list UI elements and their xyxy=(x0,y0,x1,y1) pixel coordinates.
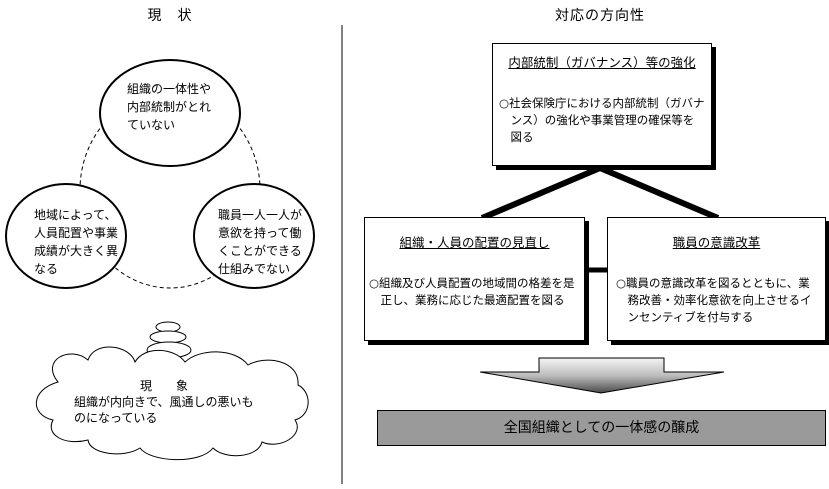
current-state-heading: 現 状 xyxy=(147,8,193,24)
cloud-text: 現 象 組織が内向きで、風通しの悪いも のになっている xyxy=(74,378,254,426)
cloud-title: 現 象 xyxy=(139,379,188,393)
text-line: 組織の一体性や xyxy=(127,82,212,96)
reallocation-title: 組織・人員の配置の見直し xyxy=(399,235,550,250)
text-line: 内部統制がとれ xyxy=(127,100,212,114)
text-line: 組織が内向きで、風通しの悪いも xyxy=(74,395,254,409)
ellipse-left xyxy=(5,183,127,289)
text-line: ていない xyxy=(127,118,176,132)
ellipse-right-text: 職員一人一人が 意欲を持って働 くことができる 仕組みでない xyxy=(218,206,308,278)
ellipse-left-text: 地域によって、 人員配置や事業 成績が大きく異 なる xyxy=(34,206,124,278)
text-line: なる xyxy=(34,262,59,276)
text-line: 職員一人一人が xyxy=(218,208,303,222)
governance-title: 内部統制（ガバナンス）等の強化 xyxy=(508,55,696,70)
text-line: くことができる xyxy=(218,244,302,258)
direction-heading: 対応の方向性 xyxy=(555,8,645,24)
awareness-box: 職員の意識改革 ○職員の意識改革を図るとともに、業務改善・効率化意欲を向上させる… xyxy=(607,217,826,341)
cloud-shape xyxy=(35,346,309,461)
text-line: 成績が大きく異 xyxy=(34,244,119,258)
thought-bubble-medium xyxy=(149,330,187,344)
governance-box: 内部統制（ガバナンス）等の強化 ○社会保険庁における内部統制（ガバナンス）の強化… xyxy=(492,43,712,166)
connector-top-right xyxy=(598,165,720,221)
down-arrow xyxy=(479,357,725,394)
ellipse-right xyxy=(193,183,315,289)
awareness-title: 職員の意識改革 xyxy=(672,235,761,250)
connector-top-left xyxy=(480,165,602,221)
awareness-body: ○職員の意識改革を図るとともに、業務改善・効率化意欲を向上させるインセンティブを… xyxy=(616,276,812,324)
governance-body: ○社会保険庁における内部統制（ガバナンス）の強化や事業管理の確保等を図る xyxy=(499,96,705,144)
text-line: 地域によって、 xyxy=(34,208,117,222)
ellipse-top-text: 組織の一体性や 内部統制がとれ ていない xyxy=(127,80,217,134)
ellipse-top xyxy=(99,59,241,167)
text-line: 意欲を持って働 xyxy=(218,226,302,240)
reallocation-box: 組織・人員の配置の見直し ○組織及び人員配置の地域間の格差を是正し、業務に応じた… xyxy=(364,217,585,341)
text-line: 仕組みでない xyxy=(218,262,291,276)
text-line: 人員配置や事業 xyxy=(34,226,119,240)
result-banner: 全国組織としての一体感の醸成 xyxy=(377,410,826,446)
reallocation-body: ○組織及び人員配置の地域間の格差を是正し、業務に応じた最適配置を図る xyxy=(369,276,575,307)
text-line: のになっている xyxy=(74,411,158,425)
